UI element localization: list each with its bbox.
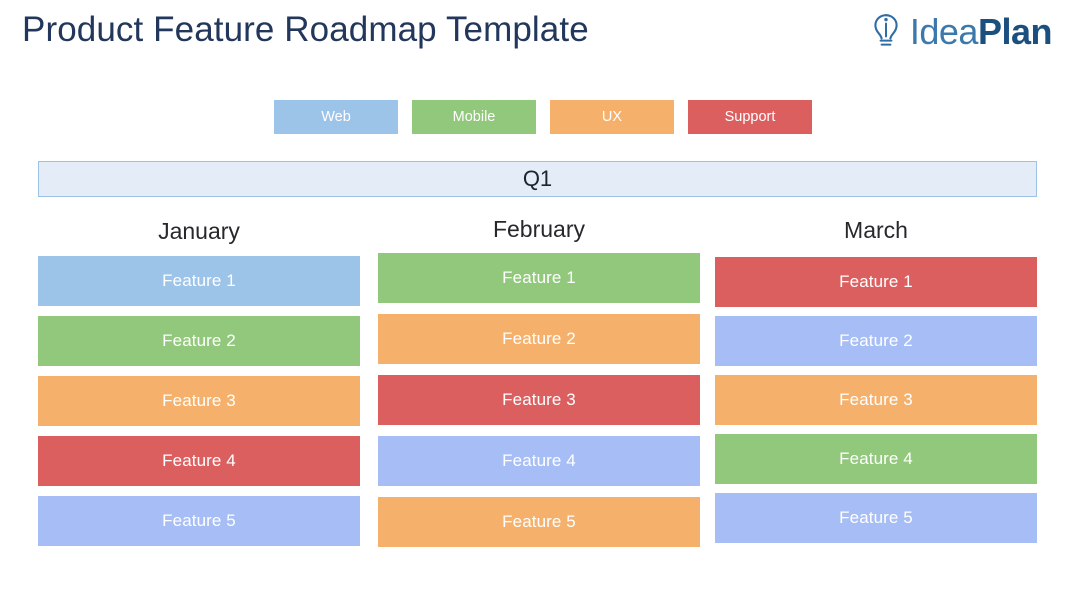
feature-bar-label: Feature 4 (839, 449, 913, 468)
feature-bar-label: Feature 1 (839, 272, 913, 291)
feature-bar[interactable]: Feature 2 (38, 316, 360, 366)
feature-bar-label: Feature 3 (502, 390, 576, 409)
feature-bar[interactable]: Feature 5 (715, 493, 1037, 543)
feature-bar[interactable]: Feature 5 (378, 497, 700, 547)
legend-chip-label: Web (321, 109, 351, 125)
legend-chip-mobile[interactable]: Mobile (412, 100, 536, 134)
category-legend: Web Mobile UX Support (274, 100, 812, 134)
quarter-header-q1[interactable]: Q1 (38, 161, 1037, 197)
lightbulb-icon (869, 12, 903, 52)
feature-bar-label: Feature 5 (839, 508, 913, 527)
quarter-label: Q1 (522, 166, 553, 191)
feature-list: Feature 1 Feature 2 Feature 3 Feature 4 Feat… (38, 256, 360, 546)
page-header: Product Feature Roadmap Template IdeaPla… (0, 0, 1080, 82)
month-title: March (844, 217, 908, 243)
legend-chip-web[interactable]: Web (274, 100, 398, 134)
month-title: January (158, 218, 240, 244)
logo-text-plan: Plan (977, 11, 1053, 52)
legend-chip-ux[interactable]: UX (550, 100, 674, 134)
feature-bar[interactable]: Feature 5 (38, 496, 360, 546)
feature-bar[interactable]: Feature 4 (38, 436, 360, 486)
feature-list: Feature 1 Feature 2 Feature 3 Feature 4 Feat… (378, 253, 700, 547)
feature-bar-label: Feature 5 (502, 512, 576, 531)
feature-bar[interactable]: Feature 2 (378, 314, 700, 364)
ideaplan-logo: IdeaPlan (869, 11, 1053, 52)
feature-bar[interactable]: Feature 2 (715, 316, 1037, 366)
legend-chip-label: Mobile (452, 109, 496, 125)
legend-chip-support[interactable]: Support (688, 100, 812, 134)
feature-list: Feature 1 Feature 2 Feature 3 Feature 4 Feat… (715, 257, 1037, 543)
month-title: February (492, 216, 586, 242)
feature-bar-label: Feature 4 (502, 451, 576, 470)
legend-chip-label: UX (601, 109, 623, 125)
feature-bar[interactable]: Feature 1 (378, 253, 700, 303)
feature-bar[interactable]: Feature 1 (715, 257, 1037, 307)
feature-bar-label: Feature 3 (839, 390, 913, 409)
feature-bar-label: Feature 2 (502, 329, 576, 348)
feature-bar-label: Feature 2 (839, 331, 913, 350)
feature-bar[interactable]: Feature 4 (715, 434, 1037, 484)
feature-bar[interactable]: Feature 3 (38, 376, 360, 426)
logo-text-idea: Idea (909, 11, 979, 52)
feature-bar-label: Feature 5 (162, 511, 236, 530)
feature-bar[interactable]: Feature 3 (378, 375, 700, 425)
feature-bar[interactable]: Feature 1 (38, 256, 360, 306)
legend-chip-label: Support (724, 109, 776, 125)
feature-bar-label: Feature 1 (502, 268, 576, 287)
page-title: Product Feature Roadmap Template (22, 10, 589, 49)
feature-bar-label: Feature 2 (162, 331, 236, 350)
logo-wordmark: IdeaPlan (909, 11, 1053, 52)
feature-bar[interactable]: Feature 4 (378, 436, 700, 486)
feature-bar-label: Feature 3 (162, 391, 236, 410)
feature-bar-label: Feature 1 (162, 271, 236, 290)
feature-bar-label: Feature 4 (162, 451, 236, 470)
feature-bar[interactable]: Feature 3 (715, 375, 1037, 425)
